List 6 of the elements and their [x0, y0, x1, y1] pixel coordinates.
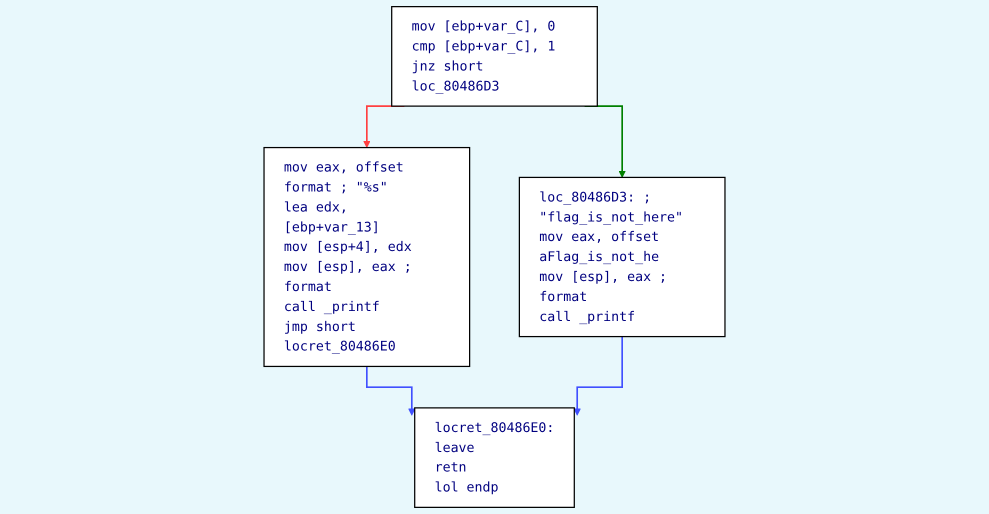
node-box: mov [ebp+var_C], 0 cmp [ebp+var_C], 1 jnz short loc_80486D3 — [391, 6, 598, 107]
node-box: locret_80486E0: leave retn lol endp — [414, 407, 575, 508]
arrow — [366, 366, 416, 416]
node-box: mov eax, offset format ; "%s" lea edx, [ebp+var_13] mov [esp+4], edx mov [esp], eax ; format call _printf jmp short locret_80486E0 — [263, 146, 470, 368]
node-box: loc_80486D3: ; "flag_is_not_here" mov eax, offset aFlag_is_not_he mov [esp], eax ; format call _printf — [518, 176, 726, 338]
arrow — [574, 336, 623, 416]
